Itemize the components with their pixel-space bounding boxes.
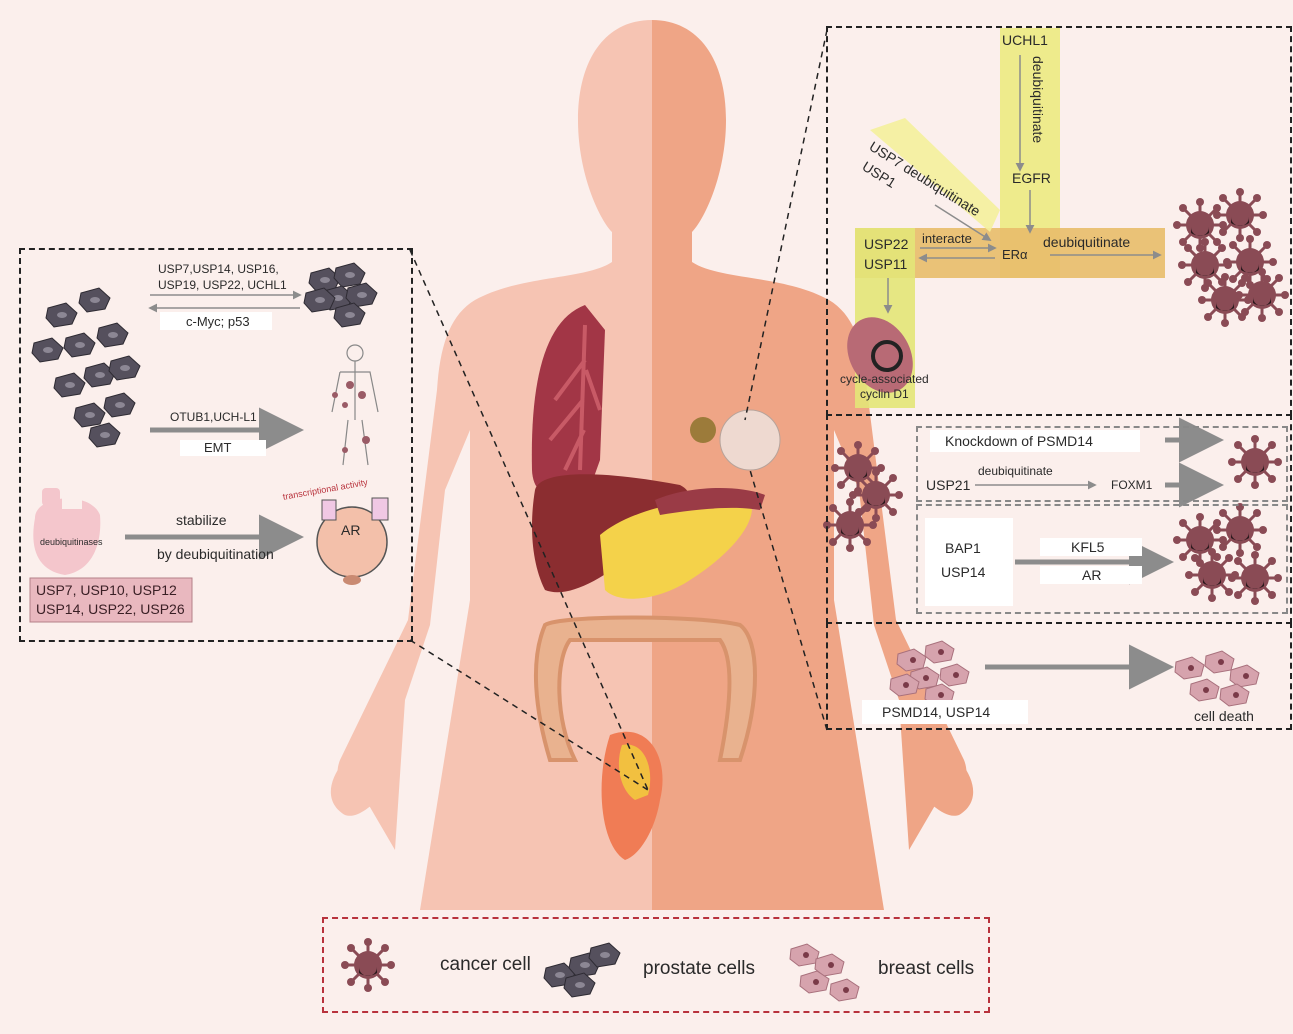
deubiquitinases-label: deubiquitinases — [40, 537, 103, 547]
psmd-usp14-label: PSMD14, USP14 — [882, 704, 990, 720]
cycle-associated-label: cycle-associated — [840, 372, 929, 386]
bap1-label: BAP1 — [945, 540, 981, 556]
by-deubiquitination-label: by deubiquitination — [157, 546, 274, 562]
cell-death-label: cell death — [1194, 708, 1254, 724]
breast-signaling-panel — [826, 26, 1292, 416]
deubiquitinate-mid-label: deubiquitinate — [978, 464, 1053, 478]
otub-label: OTUB1,UCH-L1 — [170, 410, 257, 424]
deubiquitinate-vertical-label: deubiquitinate — [1030, 56, 1046, 143]
ar-label-right: AR — [1082, 567, 1101, 583]
usp22-label: USP22 — [864, 236, 908, 252]
usp-group-label-1: USP7,USP14, USP16, — [158, 262, 279, 276]
kfl5-label: KFL5 — [1071, 539, 1104, 555]
legend-prostate-label: prostate cells — [643, 958, 755, 980]
cyclin-d1-label: cyclin D1 — [860, 387, 909, 401]
usp11-label: USP11 — [864, 256, 907, 272]
usp-list-line-2: USP14, USP22, USP26 — [36, 601, 185, 617]
ar-label-left: AR — [341, 522, 360, 538]
uchl1-label: UCHL1 — [1002, 32, 1048, 48]
legend-breast-label: breast cells — [878, 958, 974, 980]
usp-group-label-2: USP19, USP22, UCHL1 — [158, 278, 287, 292]
foxm1-label: FOXM1 — [1111, 478, 1152, 492]
era-label: ERα — [1002, 247, 1028, 262]
emt-label: EMT — [204, 440, 231, 455]
stabilize-label: stabilize — [176, 512, 227, 528]
usp-list-line-1: USP7, USP10, USP12 — [36, 582, 177, 598]
legend-cancer-label: cancer cell — [440, 954, 531, 976]
knockdown-label: Knockdown of PSMD14 — [945, 433, 1093, 449]
egfr-label: EGFR — [1012, 170, 1051, 186]
usp21-label: USP21 — [926, 477, 970, 493]
deubiquitinate-right-label: deubiquitinate — [1043, 234, 1130, 250]
usp14-label: USP14 — [941, 564, 985, 580]
cmyc-label: c-Myc; p53 — [186, 314, 250, 329]
bap1-box — [925, 518, 1013, 606]
interacte-label: interacte — [922, 231, 972, 246]
